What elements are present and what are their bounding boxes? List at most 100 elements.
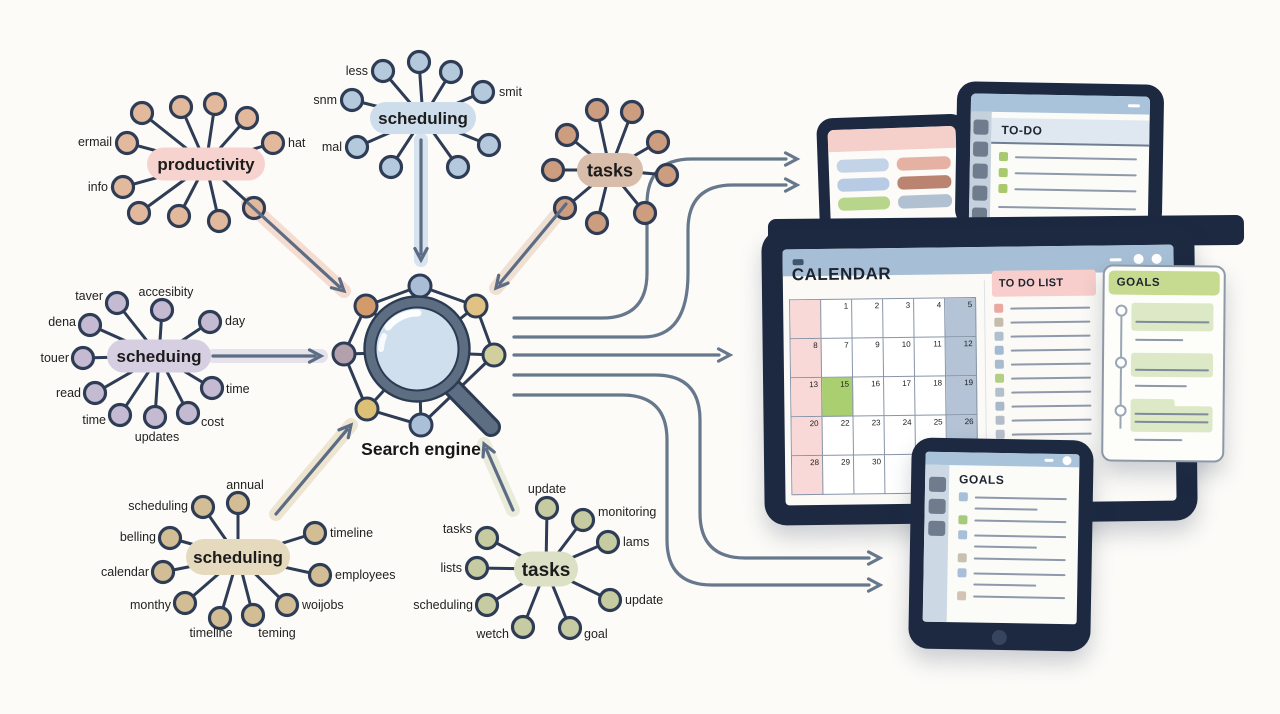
tablet-overview [816, 113, 970, 231]
checkbox-icon [995, 415, 1005, 425]
cluster-node [584, 97, 610, 123]
cluster-node-label: scheduling [128, 499, 188, 513]
goal-subtext-line [973, 583, 1036, 587]
cluster-node [540, 157, 566, 183]
minimize-icon [1044, 458, 1054, 462]
checkbox-icon [995, 387, 1005, 397]
home-button [991, 629, 1008, 646]
goals-card-header: GOALS [1108, 270, 1220, 296]
todolist-title: TO DO LIST [998, 276, 1064, 290]
input-arrowhead-icon [337, 422, 354, 440]
cluster-node [168, 94, 194, 120]
cluster-node-label: updates [135, 430, 179, 444]
cluster-node [654, 162, 680, 188]
cluster-pill [514, 551, 578, 587]
cluster-node [438, 59, 464, 85]
flow-arrowhead-icon [716, 347, 734, 363]
bullet-icon [958, 530, 968, 540]
flow-arrowhead-icon [866, 577, 884, 593]
calendar-cell: 29 [822, 455, 855, 495]
overview-header-band [827, 125, 957, 153]
cluster-tasks-bottom: tasksupdatemonitoringtaskslamslistsupdat… [413, 482, 663, 641]
calendar-cell: 7 [821, 338, 854, 378]
todo-list [997, 151, 1137, 226]
cluster-node-label: smit [499, 85, 522, 99]
overview-pill [837, 177, 890, 192]
cluster-node [557, 615, 583, 641]
bullet-icon [958, 515, 968, 525]
calendar-cell: 20 [791, 416, 823, 457]
network-node [407, 273, 433, 299]
cluster-node-label: timeline [189, 626, 232, 640]
todo-item [998, 167, 1137, 179]
overview-pill [897, 193, 953, 209]
checkbox-icon [994, 373, 1005, 383]
cluster-node [510, 614, 536, 640]
calendar-cell: 18 [915, 376, 947, 416]
cluster-node [476, 132, 502, 158]
goal-item [958, 492, 1067, 503]
checkbox-icon [994, 331, 1004, 341]
cluster-node-label: wetch [475, 627, 509, 641]
calendar-cell: 5 [945, 298, 977, 338]
cluster-node-label: accesibity [139, 285, 195, 299]
network-node [353, 293, 379, 319]
window-dot-icon [1151, 253, 1162, 264]
todolist-text-line [1011, 432, 1092, 436]
goal-item [957, 553, 1066, 564]
cluster-node [190, 494, 216, 520]
goal-block [1130, 352, 1214, 378]
goals-card-title: GOALS [1116, 276, 1161, 289]
cluster-node [464, 555, 490, 581]
flow-arrowhead-icon [866, 550, 884, 566]
minimize-icon [1109, 258, 1122, 262]
input-arrowhead-icon [329, 277, 347, 294]
calendar-cell: 10 [883, 337, 916, 378]
cluster-node [378, 154, 404, 180]
cluster-node-label: tasks [443, 522, 472, 536]
overview-pill [897, 174, 952, 190]
window-dot-icon [1133, 253, 1144, 265]
cluster-pill-label: productivity [157, 155, 255, 174]
cluster-node [82, 380, 108, 406]
todolist-item [994, 373, 1092, 383]
cluster-node [199, 375, 225, 401]
cluster-node [104, 290, 130, 316]
cluster-node [157, 525, 183, 551]
cluster-pill [370, 102, 476, 134]
todolist-item [995, 429, 1092, 439]
flow-arrowhead-icon [783, 151, 801, 167]
calendar-title: CALENDAR [791, 264, 892, 285]
goal-block [1131, 302, 1214, 332]
input-arrow [274, 427, 349, 516]
goals-card: GOALS [1101, 264, 1226, 463]
todolist-header: TO DO LIST [991, 269, 1097, 297]
cluster-node [370, 58, 396, 84]
calendar-cell: 2 [852, 299, 884, 339]
calendar-cell: 28 [791, 455, 824, 496]
calendar-cell: 12 [945, 337, 978, 377]
cluster-node-label: dena [48, 315, 76, 329]
checkbox-icon [998, 167, 1008, 178]
tablet-goals: GOALS [908, 437, 1094, 652]
checkbox-icon [994, 303, 1004, 313]
cluster-node-label: read [56, 386, 81, 400]
todo-item [998, 151, 1137, 163]
checkbox-icon [995, 429, 1005, 439]
goal-text-line [1134, 438, 1183, 442]
checkbox-icon [998, 151, 1009, 162]
flow-line [512, 157, 788, 320]
overview-row [836, 155, 957, 173]
minimize-icon [1127, 104, 1140, 108]
calendar-cell: 8 [790, 338, 823, 379]
goal-text-line [974, 534, 1067, 538]
todolist-text-line [1011, 390, 1092, 394]
todolist-item [994, 331, 1091, 341]
calendar-cell: 11 [914, 337, 947, 377]
cluster-node [234, 105, 260, 131]
overview-pill [896, 155, 951, 171]
network-node [481, 342, 507, 368]
calendar-cell: 23 [853, 416, 885, 456]
cluster-node [260, 130, 286, 156]
cluster-node-label: belling [120, 530, 156, 544]
